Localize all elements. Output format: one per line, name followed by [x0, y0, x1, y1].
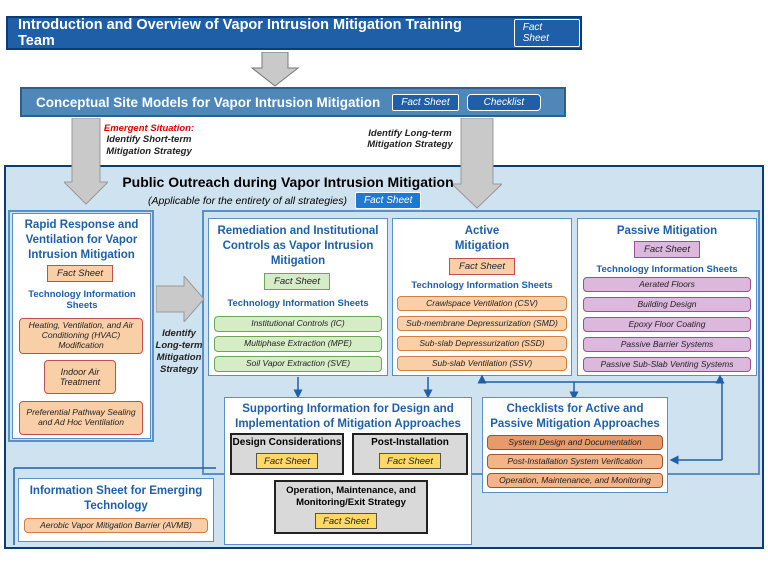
post-fact-sheet-button[interactable]: Fact Sheet — [379, 453, 441, 469]
remediation-fact-sheet-button[interactable]: Fact Sheet — [264, 273, 330, 290]
csm-fact-sheet-button[interactable]: Fact Sheet — [392, 93, 459, 111]
csm-banner: Conceptual Site Models for Vapor Intrusi… — [20, 87, 566, 117]
emergent-label: Emergent Situation: — [103, 123, 195, 134]
design-fact-sheet-button[interactable]: Fact Sheet — [256, 453, 318, 469]
csm-banner-title: Conceptual Site Models for Vapor Intrusi… — [36, 94, 381, 110]
passive-item-building[interactable]: Building Design — [583, 297, 751, 312]
active-item-csv[interactable]: Crawlspace Ventilation (CSV) — [397, 296, 567, 311]
passive-item-venting[interactable]: Passive Sub-Slab Venting Systems — [583, 357, 751, 372]
arrow-down-left-icon — [64, 118, 108, 205]
outreach-fact-sheet-button[interactable]: Fact Sheet — [355, 192, 422, 209]
emerging-item-avmb[interactable]: Aerobic Vapor Mitigation Barrier (AVMB) — [24, 518, 208, 533]
passive-title: Passive Mitigation — [616, 225, 718, 237]
emergent-text: Identify Short-term Mitigation Strategy — [106, 134, 192, 157]
om-fact-sheet-button[interactable]: Fact Sheet — [315, 513, 377, 529]
checklists-title: Checklists for Active and Passive Mitiga… — [490, 403, 660, 430]
rapid-item-hvac[interactable]: Heating, Ventilation, and Air Conditioni… — [19, 318, 143, 354]
om-title: Operation, Maintenance, and Monitoring/E… — [286, 485, 416, 508]
rapid-sheets-heading: Technology Information Sheets — [28, 289, 136, 312]
top-banner-title: Introduction and Overview of Vapor Intru… — [18, 17, 462, 49]
active-item-ssd[interactable]: Sub-slab Depressurization (SSD) — [397, 336, 567, 351]
arrow-down-right-icon — [452, 118, 502, 209]
arrow-down-icon — [250, 52, 300, 87]
remediation-sheets-heading: Technology Information Sheets — [227, 298, 369, 309]
active-item-smd[interactable]: Sub-membrane Depressurization (SMD) — [397, 316, 567, 331]
passive-sheets-heading: Technology Information Sheets — [596, 264, 738, 275]
checklist-item-design[interactable]: System Design and Documentation — [487, 435, 663, 450]
arrow-right-icon — [156, 276, 205, 322]
remediation-item-sve[interactable]: Soil Vapor Extraction (SVE) — [214, 356, 382, 372]
passive-fact-sheet-button[interactable]: Fact Sheet — [634, 241, 700, 258]
passive-item-barrier[interactable]: Passive Barrier Systems — [583, 337, 751, 352]
left-frame — [8, 210, 154, 442]
rapid-title: Rapid Response and Ventilation for Vapor… — [24, 219, 139, 261]
remediation-item-ic[interactable]: Institutional Controls (IC) — [214, 316, 382, 332]
emerging-title: Information Sheet for Emerging Technolog… — [29, 485, 203, 512]
checklist-item-post[interactable]: Post-Installation System Verification — [487, 454, 663, 469]
csm-checklist-button[interactable]: Checklist — [466, 93, 542, 111]
design-title: Design Considerations — [232, 437, 342, 448]
rapid-fact-sheet-button[interactable]: Fact Sheet — [47, 265, 113, 282]
passive-item-aerated[interactable]: Aerated Floors — [583, 277, 751, 292]
outreach-subtitle-row: (Applicable for the entirety of all stra… — [148, 192, 422, 209]
rapid-item-pathway[interactable]: Preferential Pathway Sealing and Ad Hoc … — [19, 401, 143, 435]
remediation-item-mpe[interactable]: Multiphase Extraction (MPE) — [214, 336, 382, 352]
active-title: Active Mitigation — [454, 225, 510, 252]
checklist-item-om[interactable]: Operation, Maintenance, and Monitoring — [487, 473, 663, 488]
long-term-note-top: Identify Long-term Mitigation Strategy — [367, 128, 453, 151]
long-term-note-mid: Identify Long-term Mitigation Strategy — [155, 328, 203, 375]
supporting-title: Supporting Information for Design and Im… — [235, 403, 461, 430]
top-fact-sheet-button[interactable]: Fact Sheet — [513, 19, 580, 47]
active-fact-sheet-button[interactable]: Fact Sheet — [449, 258, 515, 275]
top-banner: Introduction and Overview of Vapor Intru… — [6, 16, 582, 50]
active-sheets-heading: Technology Information Sheets — [411, 280, 553, 291]
remediation-title: Remediation and Institutional Controls a… — [217, 225, 379, 267]
strategies-frame — [202, 210, 760, 475]
post-title: Post-Installation — [371, 437, 449, 448]
outreach-subtitle: (Applicable for the entirety of all stra… — [148, 194, 348, 207]
active-item-ssv[interactable]: Sub-slab Ventilation (SSV) — [397, 356, 567, 371]
outreach-title: Public Outreach during Vapor Intrusion M… — [122, 174, 454, 190]
rapid-item-indoor-air[interactable]: Indoor Air Treatment — [44, 360, 116, 394]
passive-item-epoxy[interactable]: Epoxy Floor Coating — [583, 317, 751, 332]
emergent-note: Emergent Situation: Identify Short-term … — [94, 123, 204, 157]
